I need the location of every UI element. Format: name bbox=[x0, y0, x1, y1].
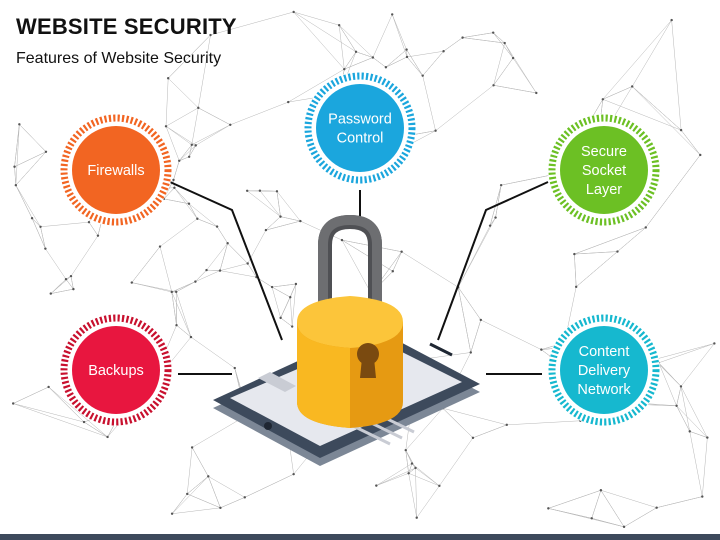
feature-label: Secure bbox=[581, 144, 627, 160]
connectors bbox=[169, 181, 549, 375]
feature-label: Delivery bbox=[578, 363, 631, 379]
feature-ring bbox=[548, 314, 660, 426]
feature-label: Password bbox=[328, 112, 392, 128]
feature-fill bbox=[560, 326, 648, 414]
slide-title: WEBSITE SECURITY bbox=[16, 14, 237, 39]
slide-subtitle: Features of Website Security bbox=[16, 50, 222, 67]
feature-label: Socket bbox=[582, 163, 626, 179]
feature-label: Backups bbox=[88, 363, 144, 379]
feature-backups: Backups bbox=[60, 314, 172, 426]
feature-ring bbox=[60, 314, 172, 426]
feature-fill bbox=[560, 126, 648, 214]
feature-ring bbox=[60, 114, 172, 226]
bottom-bar bbox=[0, 534, 720, 540]
feature-fill bbox=[316, 84, 404, 172]
feature-label: Content bbox=[579, 344, 630, 360]
padlock-icon bbox=[297, 214, 403, 428]
feature-label: Firewalls bbox=[87, 163, 144, 179]
feature-fill bbox=[72, 126, 160, 214]
feature-label: Control bbox=[337, 131, 384, 147]
feature-firewalls: Firewalls bbox=[60, 114, 172, 226]
feature-circles: FirewallsPasswordControlSecureSocketLaye… bbox=[60, 72, 660, 426]
feature-ring bbox=[548, 114, 660, 226]
feature-fill bbox=[72, 326, 160, 414]
connector-firewalls bbox=[169, 181, 283, 341]
feature-ring bbox=[304, 72, 416, 184]
feature-label: Network bbox=[577, 382, 631, 398]
connector-secure-socket-layer bbox=[437, 181, 549, 341]
feature-label: Layer bbox=[586, 182, 622, 198]
